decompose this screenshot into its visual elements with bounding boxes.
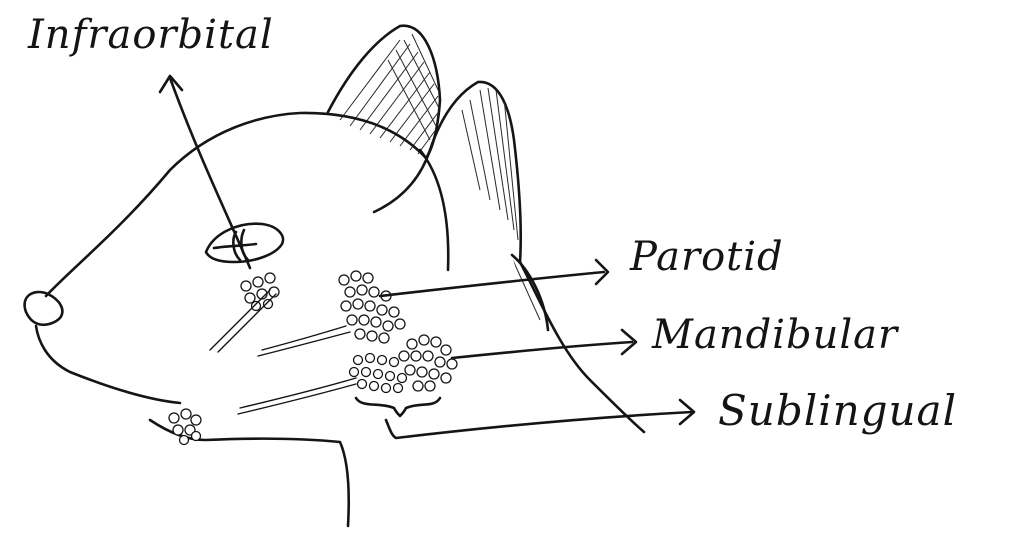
left-ear	[328, 26, 440, 158]
right-ear	[374, 82, 521, 270]
sublingual-gland	[238, 354, 440, 417]
parotid-gland	[258, 271, 405, 356]
chin-gland	[169, 409, 201, 445]
label-infraorbital: Infraorbital	[28, 12, 274, 58]
infraorbital-gland	[210, 273, 279, 352]
label-parotid: Parotid	[630, 234, 784, 280]
label-sublingual: Sublingual	[718, 386, 957, 435]
parotid-arrow	[380, 260, 608, 296]
mandibular-arrow	[452, 330, 636, 358]
mandibular-gland	[399, 335, 457, 391]
head-outline	[25, 113, 644, 526]
sublingual-arrow	[386, 400, 694, 438]
nose	[25, 292, 63, 325]
infraorbital-arrow	[160, 76, 250, 268]
label-mandibular: Mandibular	[652, 312, 898, 358]
